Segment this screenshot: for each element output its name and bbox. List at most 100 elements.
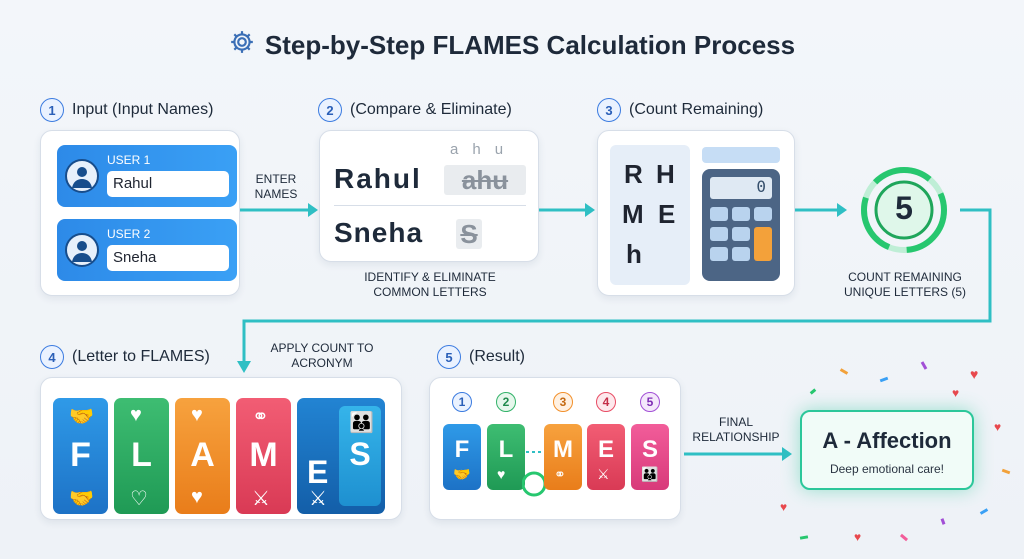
result-number: 3 (553, 392, 573, 412)
step-number: 3 (597, 98, 621, 122)
input-names-card: USER 1 Rahul USER 2 Sneha (40, 130, 240, 296)
struck-top-letter: u (494, 141, 518, 158)
result-letter: M (553, 436, 573, 463)
flames-tile-a: ♥ A ♥ (175, 398, 230, 514)
page-title: Step-by-Step FLAMES Calculation Process (0, 30, 1024, 62)
struck-letters-top: ahu (450, 141, 540, 158)
calculator-icon: 0 (702, 169, 780, 281)
arrow-5-to-result (684, 447, 792, 461)
heart-icon: ♥ (780, 500, 788, 514)
remaining-letters-panel: R H M E h (610, 145, 690, 285)
title-text: Step-by-Step FLAMES Calculation Process (264, 30, 796, 60)
flames-tile-s: 👪 S (339, 406, 381, 506)
result-number: 1 (452, 392, 472, 412)
step-number: 5 (437, 345, 461, 369)
family-icon: 👪 (641, 466, 659, 482)
heart-icon: ♥ (952, 386, 960, 400)
user-1-label: USER 1 (107, 153, 151, 167)
flames-tile-f: 🤝 F 🤝 (53, 398, 108, 514)
user-avatar-icon (65, 159, 99, 193)
result-tile-l: L♥ (487, 424, 525, 490)
result-tile-m: M⚭ (544, 424, 582, 490)
user-2-label: USER 2 (107, 227, 151, 241)
rings-icon: ⚭ (554, 466, 566, 482)
remaining-letter: h (626, 239, 642, 269)
flames-tile-e: E ⚔ 👪 S (297, 398, 385, 514)
remaining-letter: E (658, 199, 676, 229)
result-letter: E (597, 436, 614, 463)
step-3-label: 3 (Count Remaining) (597, 98, 763, 122)
user-1-name-field[interactable]: Rahul (107, 171, 229, 197)
letter-to-flames-card: 🤝 F 🤝 ♥ L ♡ ♥ A ♥ ⚭ M ⚔ E ⚔ 👪 S (40, 377, 402, 520)
step-label-text: (Compare & Eliminate) (350, 101, 512, 118)
swords-icon: ⚔ (597, 466, 610, 482)
divider (334, 205, 526, 206)
name-2-struck: S (456, 219, 482, 249)
flames-letter: L (131, 436, 152, 474)
calculator-display: 0 (710, 177, 772, 199)
count-circle: 5 (852, 162, 956, 258)
name-1-struck: ahu (444, 165, 526, 195)
struck-top-letter: h (472, 141, 495, 158)
user-2-panel: USER 2 Sneha (57, 219, 237, 281)
step-label-text: (Result) (469, 348, 526, 365)
hands-heart-icon: ♥ (191, 404, 203, 426)
remaining-letter: H (656, 159, 675, 189)
result-tile-f: F🤝 (443, 424, 481, 490)
calculator-top-bar (702, 147, 780, 163)
struck-top-letter: a (450, 141, 473, 158)
step-label-text: Input (Input Names) (72, 101, 214, 118)
heart-icon: ♥ (854, 530, 862, 544)
rings-icon: ⚭ (252, 406, 269, 428)
remaining-letter: R (624, 159, 643, 189)
result-letter: F (454, 436, 470, 463)
flames-letter: M (249, 436, 278, 474)
step-number: 4 (40, 345, 64, 369)
confetti-decoration: ♥ ♥ ♥ ♥ ♥ (780, 360, 1020, 550)
user-2-name-field[interactable]: Sneha (107, 245, 229, 271)
result-title: A - Affection (822, 428, 952, 453)
step-4-label: 4 (Letter to FLAMES) (40, 345, 210, 369)
user-avatar-icon (65, 233, 99, 267)
arrow-count-to-4 (237, 208, 992, 373)
heart-icon: ♡ (130, 488, 148, 510)
identify-note: IDENTIFY & ELIMINATE COMMON LETTERS (364, 270, 496, 299)
flames-letter: F (70, 436, 91, 474)
heart-icon: ♥ (994, 420, 1002, 434)
heart-icon: ♥ (130, 404, 142, 426)
step-number: 1 (40, 98, 64, 122)
apply-count-note: APPLY COUNT TO ACRONYM (270, 341, 374, 370)
family-icon: 👪 (349, 412, 374, 434)
result-subtitle: Deep emotional care! (829, 462, 945, 476)
handshake-icon: 🤝 (69, 488, 94, 510)
heart-icon: ♥ (497, 466, 506, 482)
step-label-text: (Letter to FLAMES) (72, 348, 210, 365)
result-number: 4 (596, 392, 616, 412)
result-letter: S (641, 436, 658, 463)
flames-tile-l: ♥ L ♡ (114, 398, 169, 514)
flames-tile-m: ⚭ M ⚔ (236, 398, 291, 514)
flames-letter: A (190, 436, 215, 474)
name-1-kept: Rahul (334, 163, 422, 194)
result-number: 2 (496, 392, 516, 412)
affection-result-box: A - Affection Deep emotional care! (800, 410, 974, 490)
final-relationship-note: FINAL RELATIONSHIP (692, 415, 780, 444)
count-remaining-note: COUNT REMAINING UNIQUE LETTERS (5) (843, 270, 966, 299)
count-remaining-card: R H M E h 0 (597, 130, 795, 296)
step-1-label: 1 Input (Input Names) (40, 98, 213, 122)
count-value: 5 (895, 190, 913, 226)
user-1-panel: USER 1 Rahul (57, 145, 237, 207)
heart-icon: ♥ (970, 366, 979, 382)
step-5-label: 5 (Result) (437, 345, 525, 369)
gear-icon (229, 29, 255, 62)
swords-icon: ⚔ (309, 488, 327, 510)
step-label-text: (Count Remaining) (629, 101, 764, 118)
handshake-icon: 🤝 (453, 466, 471, 482)
result-tile-s: S👪 (631, 424, 669, 490)
flames-letter: S (349, 436, 371, 472)
name-2-kept: Sneha (334, 217, 424, 248)
arrow-2-to-3 (539, 203, 595, 217)
result-tile-e: E⚔ (587, 424, 625, 490)
enter-names-note: ENTER NAMES (254, 172, 298, 201)
compare-eliminate-card: ahu Rahul ahu Sneha S (319, 130, 539, 262)
